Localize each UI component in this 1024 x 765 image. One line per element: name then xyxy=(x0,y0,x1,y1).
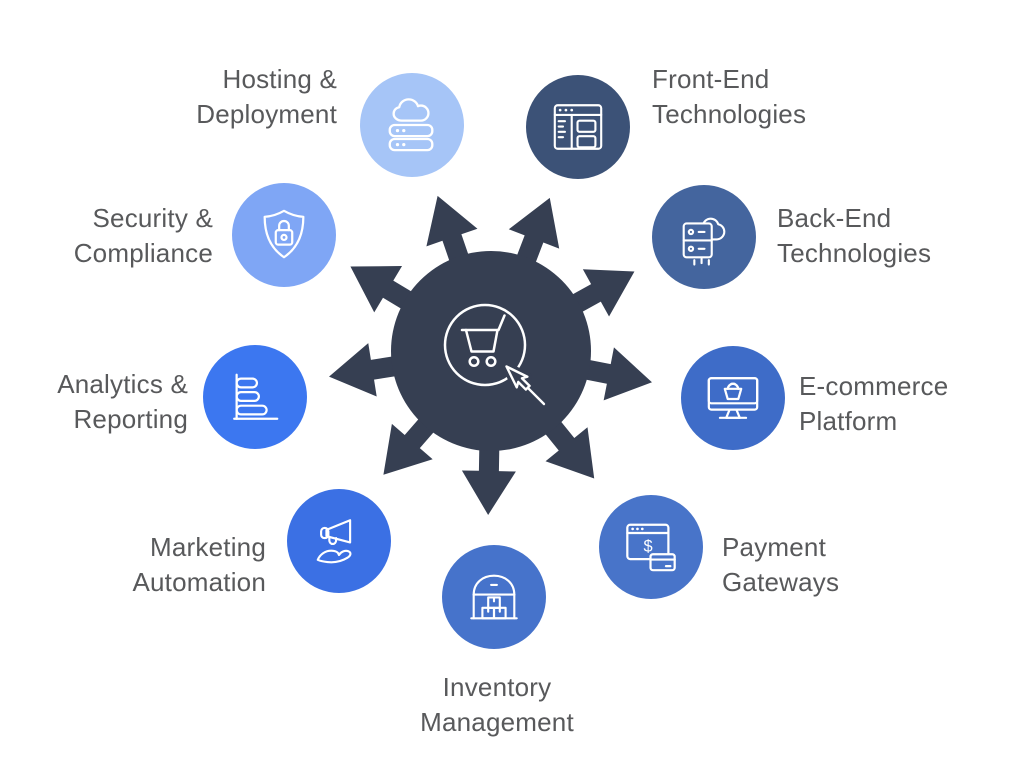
node-marketing-automation xyxy=(287,489,391,593)
label-line: Marketing xyxy=(150,532,266,562)
label-line: Front-End xyxy=(652,64,770,94)
dollar-glyph: $ xyxy=(644,537,653,555)
cloud-servers-icon xyxy=(388,98,434,152)
label-line: Back-End xyxy=(777,203,892,233)
label-back-end-technologies: Back-End Technologies xyxy=(777,201,1017,271)
hub xyxy=(326,186,656,516)
label-marketing-automation: Marketing Automation xyxy=(36,530,266,600)
label-line: Deployment xyxy=(196,99,337,129)
label-line: Compliance xyxy=(73,238,213,268)
label-e-commerce-platform: E-commerce Platform xyxy=(799,369,1024,439)
label-line: Platform xyxy=(799,406,898,436)
label-line: Security & xyxy=(92,203,213,233)
label-hosting-deployment: Hosting & Deployment xyxy=(97,62,337,132)
warehouse-boxes-icon xyxy=(470,574,518,620)
label-line: Automation xyxy=(132,567,266,597)
node-front-end-technologies xyxy=(526,75,630,179)
cursor-arrow-icon xyxy=(502,362,549,409)
node-analytics-reporting xyxy=(203,345,307,449)
bar-chart-icon xyxy=(233,373,279,420)
label-front-end-technologies: Front-End Technologies xyxy=(652,62,912,132)
shield-lock-icon xyxy=(263,209,305,259)
megaphone-hand-icon xyxy=(316,519,352,564)
label-line: Hosting & xyxy=(222,64,337,94)
payment-card-icon: $ xyxy=(626,523,676,572)
label-line: Payment xyxy=(722,532,827,562)
label-analytics-reporting: Analytics & Reporting xyxy=(0,367,188,437)
node-inventory-management xyxy=(442,545,546,649)
label-line: Technologies xyxy=(777,238,932,268)
hub-arrows-graphic xyxy=(329,195,652,515)
label-line: Analytics & xyxy=(57,369,188,399)
label-line: Gateways xyxy=(722,567,840,597)
server-cloud-icon xyxy=(682,217,726,266)
label-line: Management xyxy=(420,707,574,737)
label-payment-gateways: Payment Gateways xyxy=(722,530,942,600)
node-back-end-technologies xyxy=(652,185,756,289)
label-security-compliance: Security & Compliance xyxy=(12,201,213,271)
node-e-commerce-platform xyxy=(681,346,785,450)
browser-layout-icon xyxy=(553,104,603,150)
label-line: Inventory xyxy=(442,672,552,702)
label-line: Reporting xyxy=(73,404,188,434)
label-line: E-commerce xyxy=(799,371,949,401)
node-payment-gateways: $ xyxy=(599,495,703,599)
label-line: Technologies xyxy=(652,99,807,129)
label-inventory-management: Inventory Management xyxy=(344,670,650,740)
node-hosting-deployment xyxy=(360,73,464,177)
node-security-compliance xyxy=(232,183,336,287)
shopping-cart-cursor-icon xyxy=(443,303,549,409)
monitor-basket-icon xyxy=(707,377,759,419)
